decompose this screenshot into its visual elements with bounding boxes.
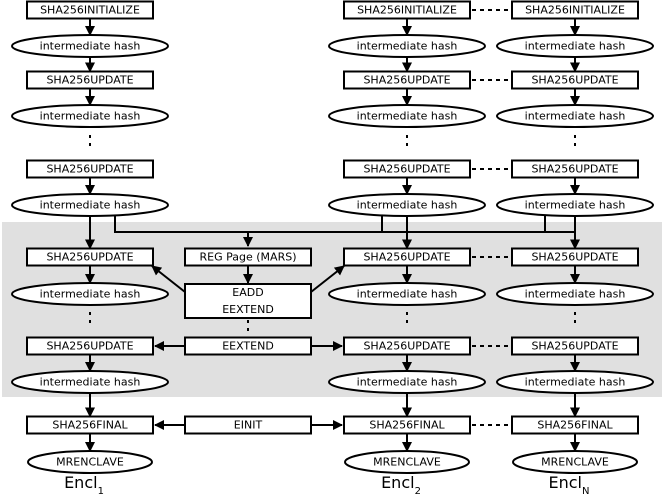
- col2-final-12: [343, 415, 471, 435]
- col3-hash-1-label: intermediate hash: [525, 40, 626, 53]
- col3-hash-6-label: intermediate hash: [525, 199, 626, 212]
- eadd-label: EADD: [232, 286, 263, 299]
- enclave-label-2: Encl2: [381, 473, 421, 497]
- col2-hash-11: [328, 370, 486, 394]
- col3-update-5: [511, 159, 639, 179]
- connectors: [85, 9, 580, 452]
- col2-init-0-label: SHA256INITIALIZE: [357, 4, 457, 17]
- eextend-box-2-label: EEXTEND: [222, 340, 274, 353]
- col1-hash-3-label: intermediate hash: [40, 110, 141, 123]
- col1-final-12-label: SHA256FINAL: [52, 419, 128, 432]
- col1-update-5-label: SHA256UPDATE: [46, 163, 133, 176]
- col1-mrenclave-13-label: MRENCLAVE: [56, 456, 124, 469]
- col1-hash-6-label: intermediate hash: [40, 199, 141, 212]
- col1-init-0-label: SHA256INITIALIZE: [40, 4, 140, 17]
- col2-hash-1-label: intermediate hash: [357, 40, 458, 53]
- col3-hash-8-label: intermediate hash: [525, 288, 626, 301]
- enclave-name: Encl: [549, 473, 583, 492]
- col2-init-0: [343, 0, 471, 20]
- col2-hash-3: [328, 104, 486, 128]
- col3-update-5-label: SHA256UPDATE: [531, 163, 618, 176]
- einit-box-label: EINIT: [234, 419, 263, 432]
- col1-hash-6: [11, 193, 169, 217]
- reg-page-box: [184, 247, 312, 267]
- col3-update-2: [511, 70, 639, 90]
- enclave-label-1: Encl1: [64, 473, 104, 497]
- col1-update-2-label: SHA256UPDATE: [46, 74, 133, 87]
- eextend-label-1: EEXTEND: [222, 303, 274, 316]
- col1-hash-8: [11, 282, 169, 306]
- eadd-to-encl2-arrow: [310, 265, 345, 293]
- reg-page-box-label: REG Page (MARS): [200, 251, 297, 264]
- col2-hash-8: [328, 282, 486, 306]
- col1-hash-1: [11, 34, 169, 58]
- col3-hash-11: [496, 370, 654, 394]
- col1-init-0: [26, 0, 154, 20]
- col3-mrenclave-13-label: MRENCLAVE: [541, 456, 609, 469]
- col2-update-2-label: SHA256UPDATE: [363, 74, 450, 87]
- col3-final-12-label: SHA256FINAL: [537, 419, 613, 432]
- col2-update-7-label: SHA256UPDATE: [363, 251, 450, 264]
- col3-hash-3-label: intermediate hash: [525, 110, 626, 123]
- col2-hash-6-label: intermediate hash: [357, 199, 458, 212]
- col2-update-10-label: SHA256UPDATE: [363, 340, 450, 353]
- col1-hash-11-label: intermediate hash: [40, 376, 141, 389]
- col1-hash-8-label: intermediate hash: [40, 288, 141, 301]
- col1-update-10-label: SHA256UPDATE: [46, 340, 133, 353]
- col3-update-10-label: SHA256UPDATE: [531, 340, 618, 353]
- col2-hash-8-label: intermediate hash: [357, 288, 458, 301]
- col2-hash-11-label: intermediate hash: [357, 376, 458, 389]
- col3-hash-1: [496, 34, 654, 58]
- col1-update-5: [26, 159, 154, 179]
- col3-update-2-label: SHA256UPDATE: [531, 74, 618, 87]
- eadd-eextend-box: [184, 283, 312, 319]
- col1-hash-3: [11, 104, 169, 128]
- col1-hash-1-label: intermediate hash: [40, 40, 141, 53]
- col3-hash-3: [496, 104, 654, 128]
- col2-update-5-label: SHA256UPDATE: [363, 163, 450, 176]
- col1-update-10: [26, 336, 154, 356]
- einit-box: [184, 415, 312, 435]
- col2-update-7: [343, 247, 471, 267]
- col2-update-5: [343, 159, 471, 179]
- col2-final-12-label: SHA256FINAL: [369, 419, 445, 432]
- col2-hash-6: [328, 193, 486, 217]
- col3-hash-11-label: intermediate hash: [525, 376, 626, 389]
- hash-bus-line: [114, 216, 576, 233]
- enclave-subscript: 2: [415, 486, 421, 497]
- eextend-box-2: [184, 336, 312, 356]
- col1-update-7: [26, 247, 154, 267]
- enclave-subscript: N: [582, 486, 589, 497]
- col1-mrenclave-13: [27, 450, 153, 474]
- col3-update-10: [511, 336, 639, 356]
- col2-mrenclave-13: [344, 450, 470, 474]
- col2-mrenclave-13-label: MRENCLAVE: [373, 456, 441, 469]
- enclave-name: Encl: [381, 473, 415, 492]
- enclave-subscript: 1: [98, 486, 104, 497]
- col3-final-12: [511, 415, 639, 435]
- enclave-name: Encl: [64, 473, 98, 492]
- col2-update-2: [343, 70, 471, 90]
- col3-hash-8: [496, 282, 654, 306]
- col3-mrenclave-13: [512, 450, 638, 474]
- enclave-label-3: EnclN: [549, 473, 590, 497]
- col3-init-0: [511, 0, 639, 20]
- eadd-to-encl1-arrow: [151, 265, 186, 293]
- col2-hash-3-label: intermediate hash: [357, 110, 458, 123]
- col1-update-7-label: SHA256UPDATE: [46, 251, 133, 264]
- col3-init-0-label: SHA256INITIALIZE: [525, 4, 625, 17]
- col2-hash-1: [328, 34, 486, 58]
- col3-update-7: [511, 247, 639, 267]
- col1-update-2: [26, 70, 154, 90]
- col1-final-12: [26, 415, 154, 435]
- col3-hash-6: [496, 193, 654, 217]
- col1-hash-11: [11, 370, 169, 394]
- col2-update-10: [343, 336, 471, 356]
- col3-update-7-label: SHA256UPDATE: [531, 251, 618, 264]
